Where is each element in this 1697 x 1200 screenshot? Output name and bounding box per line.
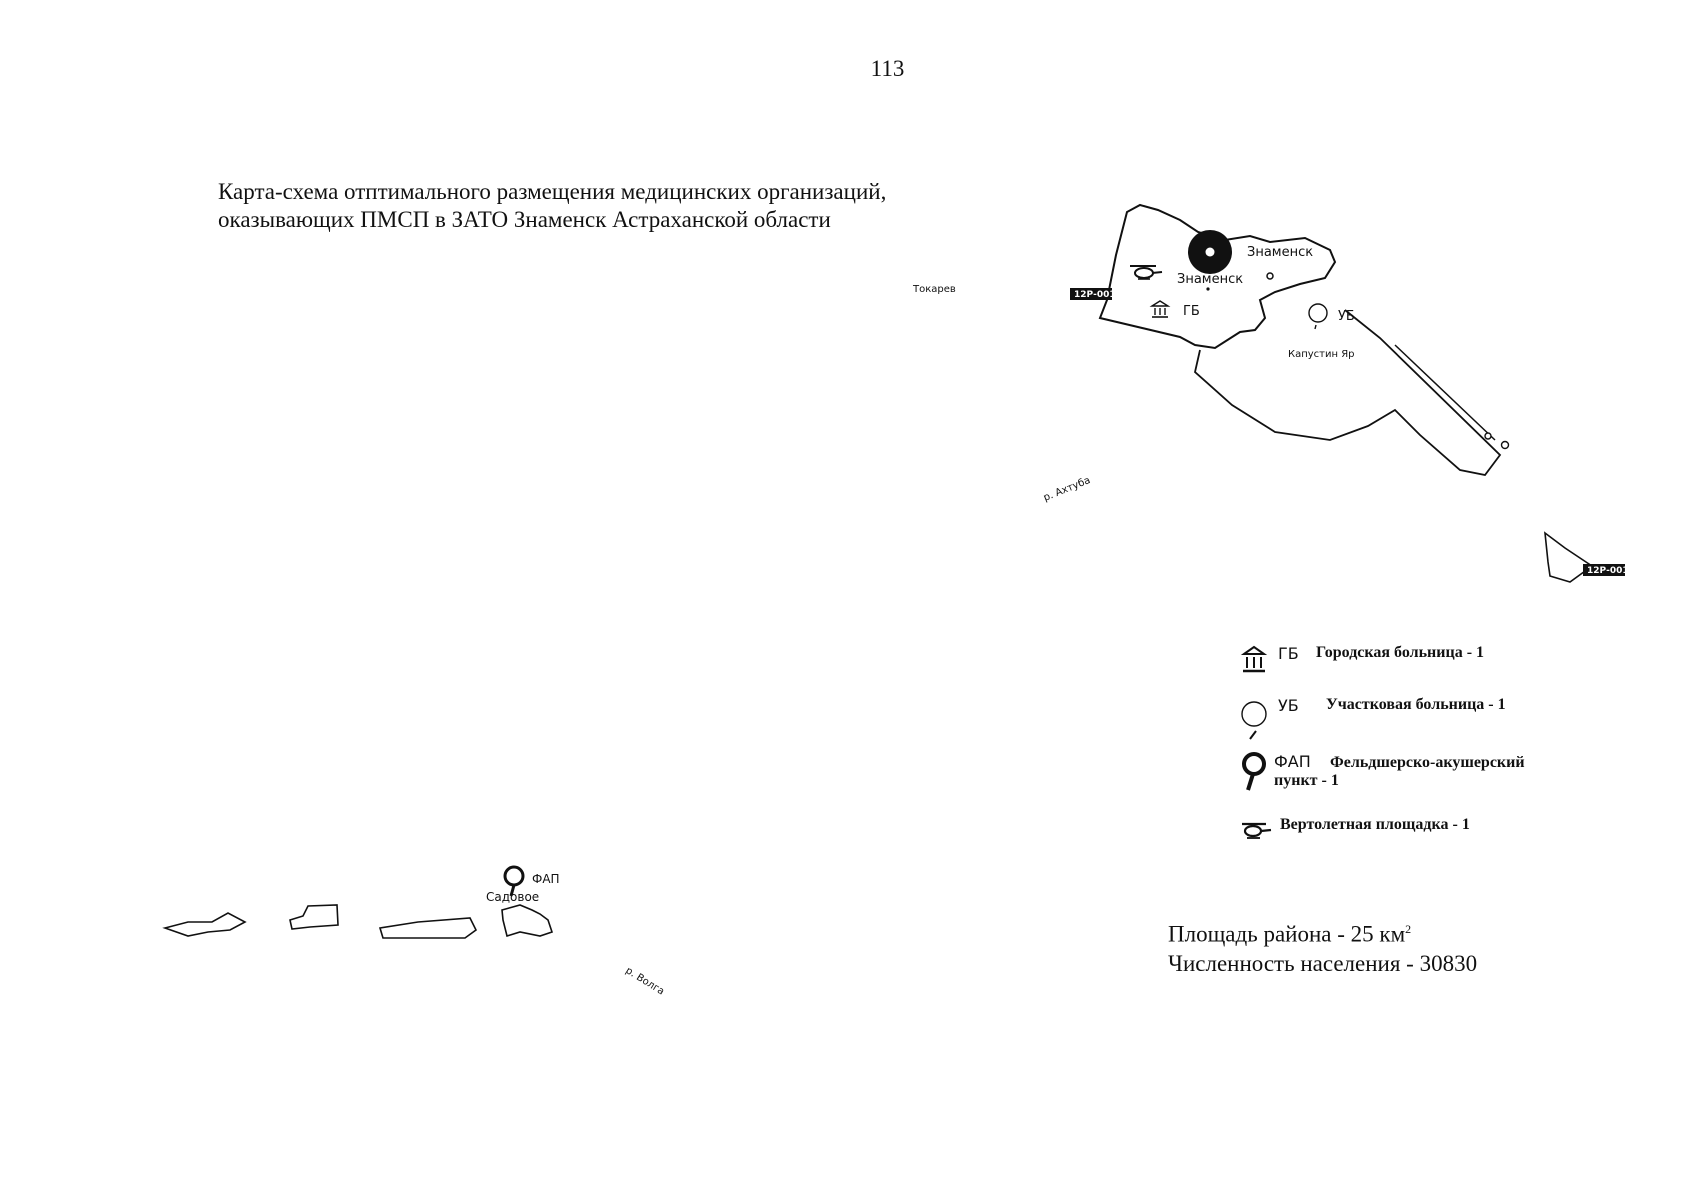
map-pin-icon bbox=[1242, 752, 1266, 791]
label-river-volga: р. Волга bbox=[623, 965, 666, 997]
legend-abbr-gb: ГБ bbox=[1278, 644, 1299, 663]
znamensk-center-point bbox=[1206, 287, 1210, 291]
label-ub: УБ bbox=[1338, 309, 1355, 324]
district-area: Площадь района - 25 км2 bbox=[1168, 915, 1477, 949]
road-badge-west-label: 12Р-001 bbox=[1074, 290, 1116, 300]
label-gb: ГБ bbox=[1183, 304, 1200, 319]
map-pin-icon bbox=[503, 865, 525, 897]
road-badge-east-label: 12Р-001 bbox=[1587, 566, 1629, 576]
hollow-pin-icon bbox=[1241, 701, 1267, 740]
label-znamensk-center: Знаменск bbox=[1177, 272, 1243, 287]
district-population: Численность населения - 30830 bbox=[1168, 950, 1478, 976]
hospital-building-icon bbox=[1240, 645, 1268, 673]
district-stats: Площадь района - 25 км2 Численность насе… bbox=[1168, 915, 1477, 978]
legend-abbr-ub: УБ bbox=[1278, 696, 1299, 715]
hospital-building-icon bbox=[1149, 300, 1171, 318]
east-enclave-boundary bbox=[1544, 531, 1594, 583]
legend-text-gb: Городская больница - 1 bbox=[1316, 644, 1485, 661]
island-1 bbox=[162, 912, 247, 937]
label-sadovoe: Садовое bbox=[486, 890, 539, 904]
island-3 bbox=[378, 917, 478, 939]
label-fap: ФАП bbox=[532, 872, 560, 886]
district-area-unit-sup: 2 bbox=[1405, 922, 1412, 936]
helicopter-icon bbox=[1242, 822, 1272, 839]
znamensk-district-boundary bbox=[1098, 203, 1337, 350]
legend-row-fap: ФАП Фельдшерско-акушерский пункт - 1 bbox=[1238, 752, 1525, 796]
page-number: 113 bbox=[870, 56, 905, 81]
label-znamensk-north: Знаменск bbox=[1247, 245, 1313, 260]
znamensk-city-marker-center bbox=[1205, 247, 1215, 257]
label-kapustin-yar: Капустин Яр bbox=[1288, 349, 1355, 360]
legend-row-gb: ГБ Городская больница - 1 bbox=[1238, 644, 1484, 678]
legend-text-fap-2: пункт - 1 bbox=[1274, 772, 1339, 789]
legend-text-heli: Вертолетная площадка - 1 bbox=[1280, 816, 1470, 833]
legend-abbr-fap: ФАП bbox=[1274, 752, 1311, 771]
district-area-label: Площадь района - 25 км bbox=[1168, 921, 1406, 947]
island-4-sadovoe bbox=[501, 904, 554, 938]
kapustin-yar-boundary bbox=[1194, 309, 1502, 476]
helicopter-icon bbox=[1130, 265, 1163, 280]
road-badge-west bbox=[1070, 288, 1112, 300]
legend-row-ub: УБ Участковая больница - 1 bbox=[1238, 696, 1506, 740]
road-node-1 bbox=[1484, 432, 1492, 440]
znamensk-point bbox=[1266, 272, 1274, 280]
hollow-pin-icon bbox=[1308, 303, 1328, 330]
road-line bbox=[1394, 344, 1496, 441]
island-2 bbox=[289, 904, 339, 930]
map-title-line-2: оказывающих ПМСП в ЗАТО Знаменск Астраха… bbox=[218, 207, 831, 232]
map-title-line-1: Карта-схема отптимального размещения мед… bbox=[218, 179, 887, 204]
legend-row-heli: Вертолетная площадка - 1 bbox=[1238, 816, 1470, 850]
map-title: Карта-схема отптимального размещения мед… bbox=[218, 178, 886, 234]
legend-text-ub: Участковая больница - 1 bbox=[1326, 696, 1506, 713]
label-river-akhtuba: р. Ахтуба bbox=[1042, 475, 1092, 504]
label-tokarev: Токарев bbox=[912, 284, 956, 295]
legend-text-fap: Фельдшерско-акушерский bbox=[1330, 754, 1525, 771]
road-node-2 bbox=[1500, 440, 1510, 450]
road-badge-east bbox=[1583, 564, 1625, 576]
